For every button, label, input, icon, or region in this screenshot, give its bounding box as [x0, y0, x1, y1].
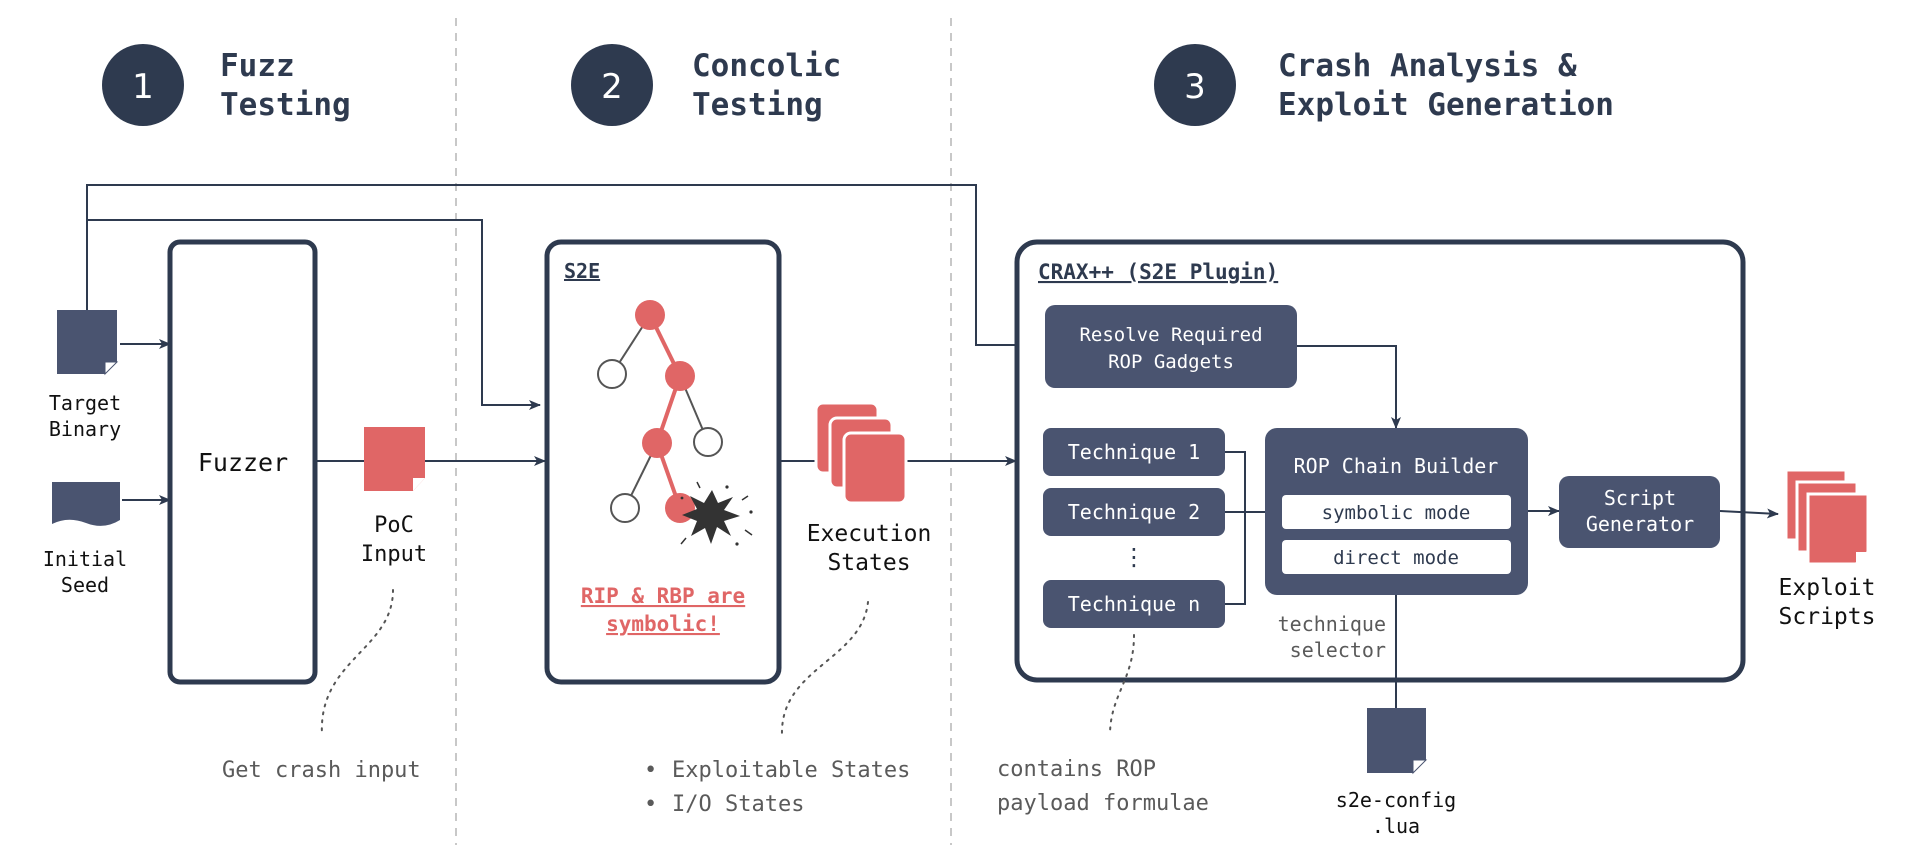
exploit-scripts-label: Scripts [1779, 604, 1876, 630]
execution-states-label: States [827, 550, 910, 576]
execution-states-stack-icon [814, 401, 908, 505]
script-generator-box [1559, 476, 1720, 548]
symbolic-mode-label: symbolic mode [1322, 502, 1471, 524]
stage-header-concolic-testing: 2 Concolic Testing [571, 44, 841, 126]
s2e-config-label: s2e-config [1336, 788, 1456, 812]
stage-title: Exploit Generation [1278, 87, 1614, 123]
direct-mode-label: direct mode [1333, 547, 1459, 569]
script-generator-label: Script [1604, 486, 1676, 510]
execution-states-label: Execution [807, 521, 932, 547]
initial-seed-label: Initial [43, 547, 127, 571]
technique-selector-connector [1225, 451, 1246, 605]
target-binary-file-icon [57, 310, 119, 376]
initial-seed-file-icon [52, 482, 120, 526]
bullet: • [644, 758, 657, 783]
exploit-scripts-label: Exploit [1779, 575, 1876, 601]
binary-to-s2e-connector [87, 219, 541, 410]
stage-number: 2 [601, 67, 623, 107]
crash-input-leader [320, 589, 394, 736]
s2e-symbolic-note: RIP & RBP are [581, 584, 745, 608]
target-binary-label: Binary [49, 417, 121, 441]
technique-2-box [1043, 488, 1225, 536]
rop-formula-annotation: contains ROP [997, 757, 1156, 782]
states-leader [780, 601, 869, 736]
io-states-annotation: I/O States [672, 792, 804, 817]
stage-title: Testing [220, 87, 351, 123]
technique-n-label: Technique n [1068, 592, 1200, 616]
fuzzer-label: Fuzzer [198, 448, 288, 477]
s2e-config-label: .lua [1372, 814, 1420, 838]
script-to-exploits-arrow [1719, 508, 1779, 519]
exploit-scripts-stack-icon [1784, 468, 1870, 566]
rop-formula-annotation: payload formulae [997, 791, 1209, 816]
direct-mode-box [1282, 540, 1511, 574]
rop-chain-builder-label: ROP Chain Builder [1294, 454, 1499, 478]
s2e-symbolic-note: symbolic! [606, 612, 720, 636]
stage-title: Concolic [692, 48, 841, 84]
resolve-gadgets-label: ROP Gadgets [1108, 351, 1234, 373]
crash-input-annotation: Get crash input [222, 758, 421, 783]
poc-input-label: PoC [374, 513, 414, 538]
technique-n-box [1043, 580, 1225, 628]
initial-seed-label: Seed [61, 573, 109, 597]
symbolic-mode-box [1282, 495, 1511, 529]
resolve-gadgets-box [1045, 305, 1297, 388]
technique-ellipsis: ⋮ [1122, 543, 1146, 571]
stage-header-fuzz-testing: 1 Fuzz Testing [102, 44, 351, 126]
resolve-gadgets-label: Resolve Required [1079, 324, 1262, 346]
script-generator-label: Generator [1586, 512, 1694, 536]
resolve-to-builder-connector [1297, 345, 1401, 429]
technique-selector-label: selector [1290, 638, 1386, 662]
technique-2-label: Technique 2 [1068, 500, 1200, 524]
stage-title: Fuzz [220, 48, 295, 84]
symbolic-execution-tree [597, 300, 723, 523]
stage-number: 3 [1184, 67, 1206, 107]
s2e-config-file-icon [1367, 708, 1428, 775]
poc-input-label: Input [361, 542, 427, 567]
technique-1-label: Technique 1 [1068, 440, 1200, 464]
technique-1-box [1043, 428, 1225, 476]
target-binary-label: Target [49, 391, 121, 415]
poc-input-file-icon [364, 427, 425, 491]
technique-selector-label: technique [1278, 612, 1386, 636]
exploitable-states-annotation: Exploitable States [672, 758, 910, 783]
s2e-title: S2E [564, 259, 600, 283]
crash-burst-icon [680, 481, 753, 546]
stage-number: 1 [132, 67, 154, 107]
stage-header-crash-analysis: 3 Crash Analysis & Exploit Generation [1154, 44, 1614, 126]
bullet: • [644, 792, 657, 817]
stage-title: Crash Analysis & [1278, 48, 1577, 84]
stage-title: Testing [692, 87, 823, 123]
crax-plugin-title: CRAX++ (S2E Plugin) [1038, 260, 1278, 284]
binary-to-crax-connector [86, 184, 1039, 350]
